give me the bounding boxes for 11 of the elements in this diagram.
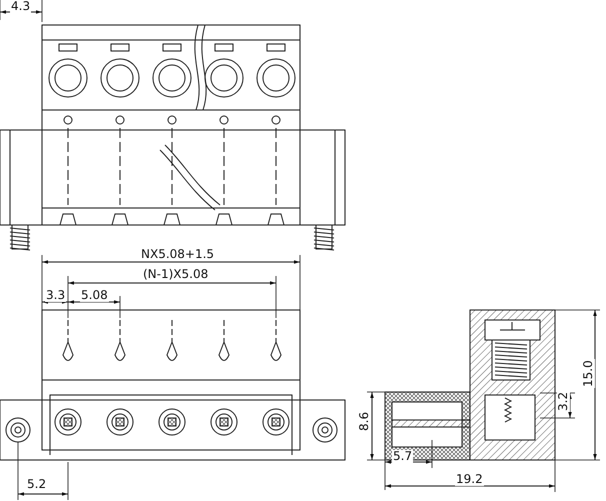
dimension-label: NX5.08+1.5 bbox=[140, 248, 216, 261]
dimension-label: (N-1)X5.08 bbox=[142, 268, 210, 281]
dimension-label: 3.2 bbox=[557, 390, 570, 412]
dimension-label: 15.0 bbox=[582, 359, 595, 388]
dimension-label: 5.7 bbox=[392, 450, 414, 463]
dimension-label: 8.6 bbox=[358, 410, 371, 432]
dimension-label: 4.3 bbox=[10, 0, 32, 13]
dimension-label: 3.3 bbox=[45, 289, 66, 302]
dimension-label: 5.08 bbox=[80, 289, 109, 302]
dimension-label: 5.2 bbox=[26, 478, 48, 491]
dimension-label: 19.2 bbox=[455, 473, 484, 486]
